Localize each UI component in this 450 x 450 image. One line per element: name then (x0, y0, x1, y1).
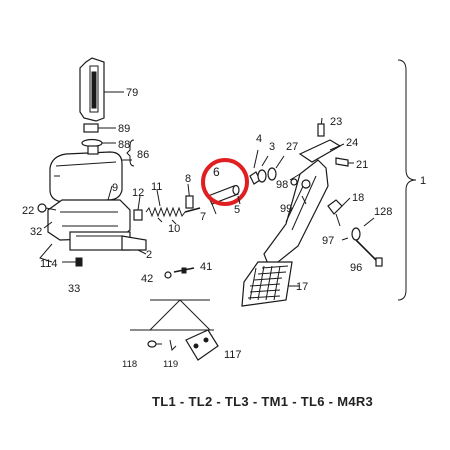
assembly-bracket (397, 59, 417, 301)
label-part-96: 96 (350, 262, 362, 274)
label-part-42: 42 (141, 273, 153, 285)
label-part-32: 32 (30, 226, 42, 238)
label-part-6-highlighted: 6 (213, 165, 220, 179)
label-part-10: 10 (168, 223, 180, 235)
part-98-99-fasteners (290, 178, 307, 205)
part-79-drawing (79, 57, 124, 122)
part-18-96-97-128-spring (327, 197, 383, 267)
part-117-118-119-bracket (130, 299, 219, 361)
part-86-reservoir (49, 139, 135, 203)
label-part-11: 11 (151, 181, 162, 193)
label-part-24: 24 (346, 137, 358, 149)
model-list-caption: TL1 - TL2 - TL3 - TM1 - TL6 - M4R3 (152, 394, 373, 409)
label-part-9: 9 (112, 182, 118, 194)
part-89-88-drawing (81, 123, 116, 148)
label-part-117: 117 (224, 349, 242, 361)
label-part-21: 21 (356, 159, 368, 171)
label-part-33: 33 (68, 283, 80, 295)
label-part-128: 128 (374, 206, 392, 218)
highlight-circle (201, 158, 249, 206)
label-part-5: 5 (234, 204, 240, 216)
label-part-88: 88 (118, 139, 130, 151)
label-part-41: 41 (200, 261, 212, 273)
label-part-2: 2 (146, 249, 152, 261)
part-3-4-5-27-bushings (237, 149, 285, 205)
label-part-27: 27 (286, 141, 298, 153)
part-17-pedal (241, 159, 329, 307)
label-part-98: 98 (276, 179, 288, 191)
label-part-89: 89 (118, 123, 130, 135)
label-part-18: 18 (352, 192, 364, 204)
label-part-3: 3 (269, 141, 275, 153)
part-2-master-cylinder (37, 185, 147, 267)
label-part-119: 119 (163, 359, 178, 370)
label-part-7: 7 (200, 211, 206, 223)
pedal-pad-texture (247, 265, 289, 301)
label-part-79: 79 (126, 87, 138, 99)
part-6-pin-drawing (207, 184, 240, 215)
part-41-42-bolt (164, 267, 195, 279)
label-part-8: 8 (185, 173, 191, 185)
label-part-118: 118 (122, 359, 137, 370)
label-part-114: 114 (40, 258, 58, 270)
label-part-86: 86 (137, 149, 149, 161)
label-part-99: 99 (280, 203, 292, 215)
part-10-12-pushrod-spring (133, 183, 201, 225)
label-part-22: 22 (22, 205, 34, 217)
label-part-12: 12 (132, 187, 144, 199)
label-part-17: 17 (296, 281, 308, 293)
label-part-97: 97 (322, 235, 334, 247)
label-part-1: 1 (420, 175, 426, 187)
label-part-23: 23 (330, 116, 342, 128)
label-part-4: 4 (256, 133, 262, 145)
part-21-23-24-pivot (289, 117, 354, 189)
